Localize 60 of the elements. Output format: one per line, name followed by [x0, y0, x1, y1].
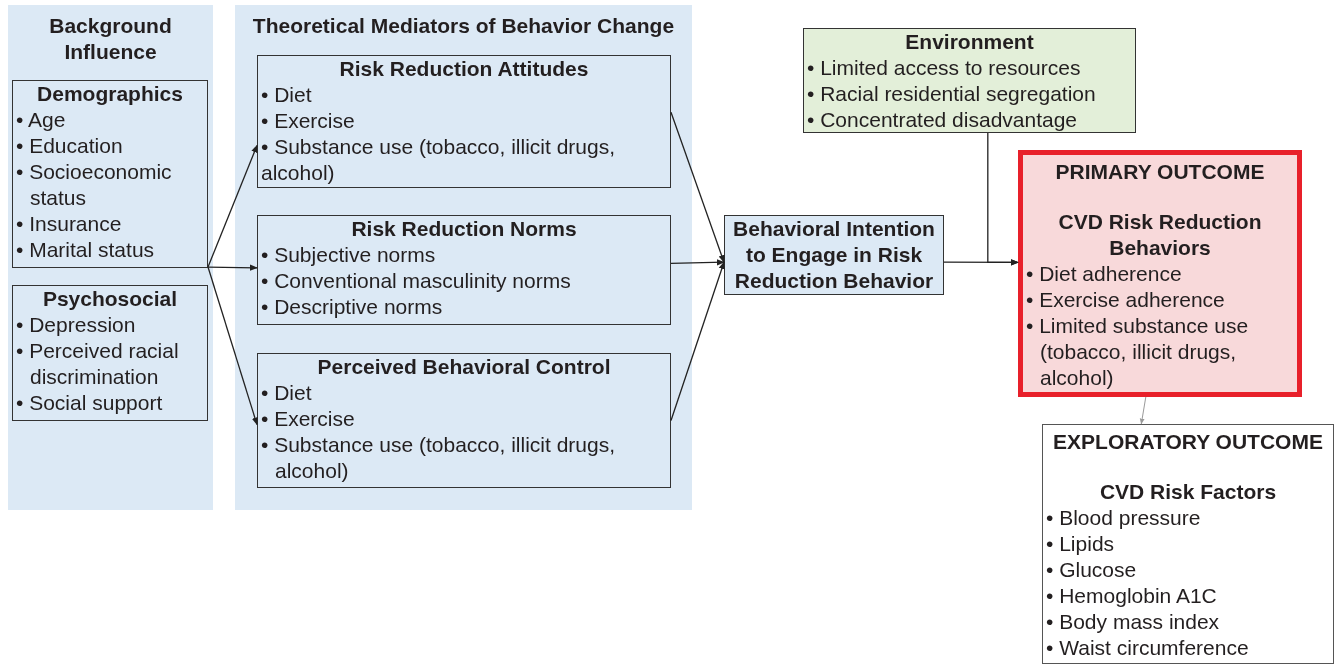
list-item: • Exercise [261, 406, 356, 432]
list-item: • Substance use (tobacco, illicit drugs, alcohol) [261, 134, 617, 186]
list-item: • Waist circumference [1046, 635, 1250, 661]
arrow [670, 111, 725, 263]
list-item: • Descriptive norms [261, 294, 444, 320]
list-item: • Substance use (tobacco, illicit drugs, alcohol) [261, 432, 617, 484]
list-item: • Hemoglobin A1C [1046, 583, 1218, 609]
category-box [257, 353, 671, 488]
list-item: • Conventional masculinity norms [261, 268, 572, 294]
arrow [987, 132, 1019, 266]
list-item: • Diet adherence [1026, 261, 1183, 287]
box-heading: CVD Risk Factors [1098, 479, 1278, 505]
box-heading: Background Influence [48, 13, 173, 65]
box-heading: Risk Reduction Norms [350, 216, 578, 242]
box-heading: Behavioral Intention to Engage in Risk Reduction Behavior [732, 216, 936, 294]
arrow [1139, 396, 1147, 425]
list-item: • Concentrated disadvantage [807, 107, 1079, 133]
arrow [207, 144, 258, 268]
list-item: • Education [16, 133, 124, 159]
box-heading: EXPLORATORY OUTCOME [1052, 429, 1324, 455]
list-item: • Socioeconomic status [16, 159, 173, 211]
category-box [12, 80, 208, 268]
category-box [257, 55, 671, 188]
list-item: • Age [16, 107, 67, 133]
list-item: • Body mass index [1046, 609, 1221, 635]
box-heading: Theoretical Mediators of Behavior Change [251, 13, 676, 39]
arrow [670, 259, 725, 266]
arrow [207, 264, 258, 271]
box-heading: Psychosocial [41, 286, 179, 312]
list-item: • Limited access to resources [807, 55, 1082, 81]
list-item: • Exercise adherence [1026, 287, 1226, 313]
list-item: • Limited substance use (tobacco, illicit drugs, alcohol) [1026, 313, 1250, 391]
box-heading: Environment [904, 29, 1035, 55]
box-heading: CVD Risk Reduction Behaviors [1057, 209, 1263, 261]
group-band [8, 5, 213, 510]
box-heading: Perceived Behavioral Control [316, 354, 612, 380]
environment-box [803, 28, 1136, 133]
list-item: • Diet [261, 380, 313, 406]
box-heading: Demographics [36, 81, 184, 107]
outcome-box [1042, 424, 1334, 664]
arrow [207, 266, 258, 426]
list-item: • Lipids [1046, 531, 1116, 557]
list-item: • Perceived racial discrimination [16, 338, 180, 390]
list-item: • Subjective norms [261, 242, 437, 268]
list-item: • Blood pressure [1046, 505, 1202, 531]
outcome-box [1018, 150, 1302, 397]
list-item: • Racial residential segregation [807, 81, 1097, 107]
list-item: • Diet [261, 82, 313, 108]
category-box [257, 215, 671, 325]
list-item: • Social support [16, 390, 164, 416]
list-item: • Marital status [16, 237, 156, 263]
list-item: • Glucose [1046, 557, 1138, 583]
category-box [12, 285, 208, 421]
box-heading: PRIMARY OUTCOME [1054, 159, 1266, 185]
group-band [235, 5, 692, 510]
box-heading: Risk Reduction Attitudes [338, 56, 590, 82]
list-item: • Exercise [261, 108, 356, 134]
arrow [670, 261, 725, 422]
list-item: • Insurance [16, 211, 123, 237]
list-item: • Depression [16, 312, 137, 338]
